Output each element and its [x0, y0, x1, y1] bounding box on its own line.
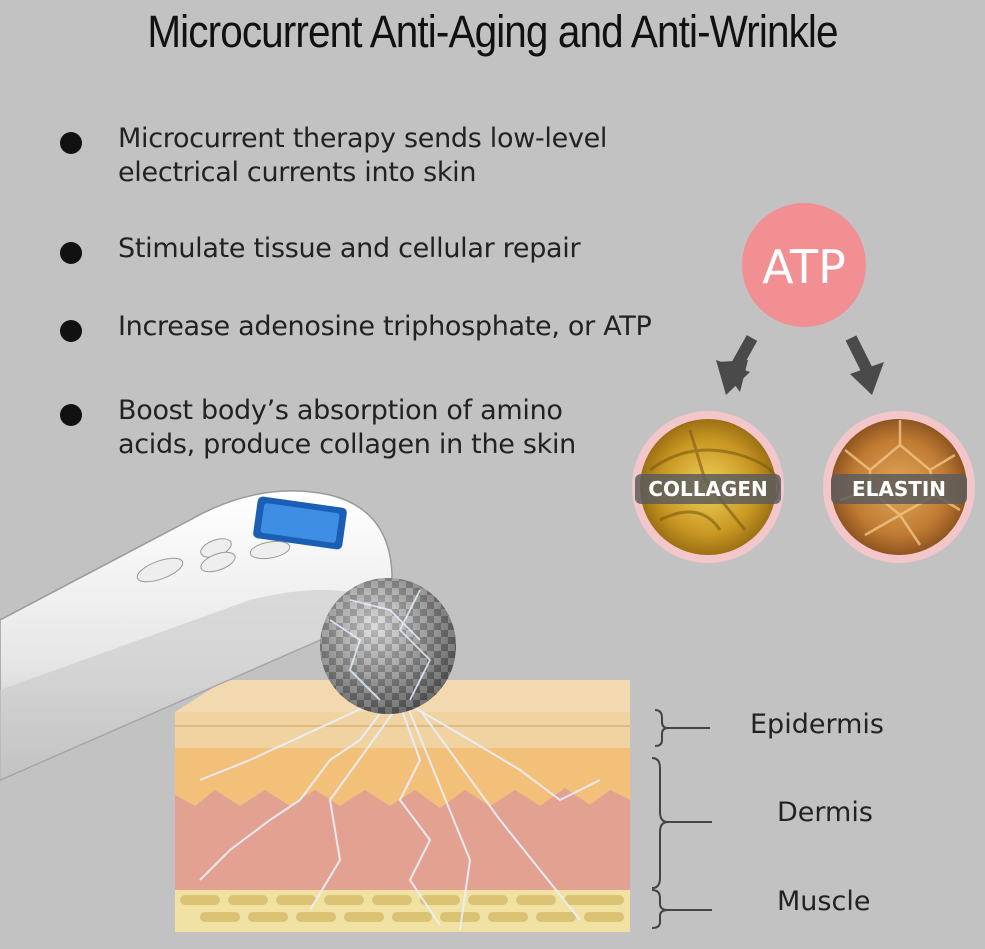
- bullet-text: Boost body’s absorption of amino acids, …: [118, 395, 576, 460]
- atp-label: ATP: [762, 240, 846, 294]
- device-button: [249, 540, 291, 560]
- collagen-label-bg: [635, 474, 781, 504]
- dermis-layer: [175, 788, 630, 890]
- device-button: [200, 551, 236, 573]
- arrow-down-left-icon: [716, 335, 758, 395]
- page-title: Microcurrent Anti-Aging and Anti-Wrinkle: [147, 6, 838, 57]
- skin-cross-section: [175, 680, 630, 932]
- dermis-label: Dermis: [777, 797, 873, 828]
- atp-diagram: [632, 203, 975, 563]
- elastin-label-bg: [831, 474, 967, 504]
- current-lightning: [199, 699, 601, 931]
- bullet-text: Stimulate tissue and cellular repair: [118, 233, 581, 264]
- layer-brackets: [651, 709, 712, 929]
- epidermis-layer: [175, 712, 630, 748]
- device-button: [136, 557, 184, 583]
- elastin-label: ELASTIN: [851, 477, 947, 501]
- collagen-label: COLLAGEN: [648, 477, 768, 501]
- atp-circle: [742, 203, 866, 327]
- dermis-upper-layer: [175, 748, 630, 808]
- list-item: Boost body’s absorption of amino acids, …: [60, 394, 588, 462]
- bullet-text: Increase adenosine triphosphate, or ATP: [118, 311, 652, 342]
- bullet-icon: [60, 404, 82, 426]
- muscle-label: Muscle: [777, 886, 871, 917]
- epidermis-label: Epidermis: [750, 709, 884, 740]
- list-item: Increase adenosine triphosphate, or ATP: [60, 310, 652, 344]
- bullet-text: Microcurrent therapy sends low-level ele…: [118, 123, 608, 188]
- microcurrent-device: [0, 490, 456, 781]
- bullet-icon: [60, 132, 82, 154]
- list-item: Microcurrent therapy sends low-level ele…: [60, 122, 618, 190]
- bullet-icon: [60, 242, 82, 264]
- arrow-down-right-icon: [845, 335, 884, 395]
- list-item: Stimulate tissue and cellular repair: [60, 232, 581, 266]
- bullet-icon: [60, 320, 82, 342]
